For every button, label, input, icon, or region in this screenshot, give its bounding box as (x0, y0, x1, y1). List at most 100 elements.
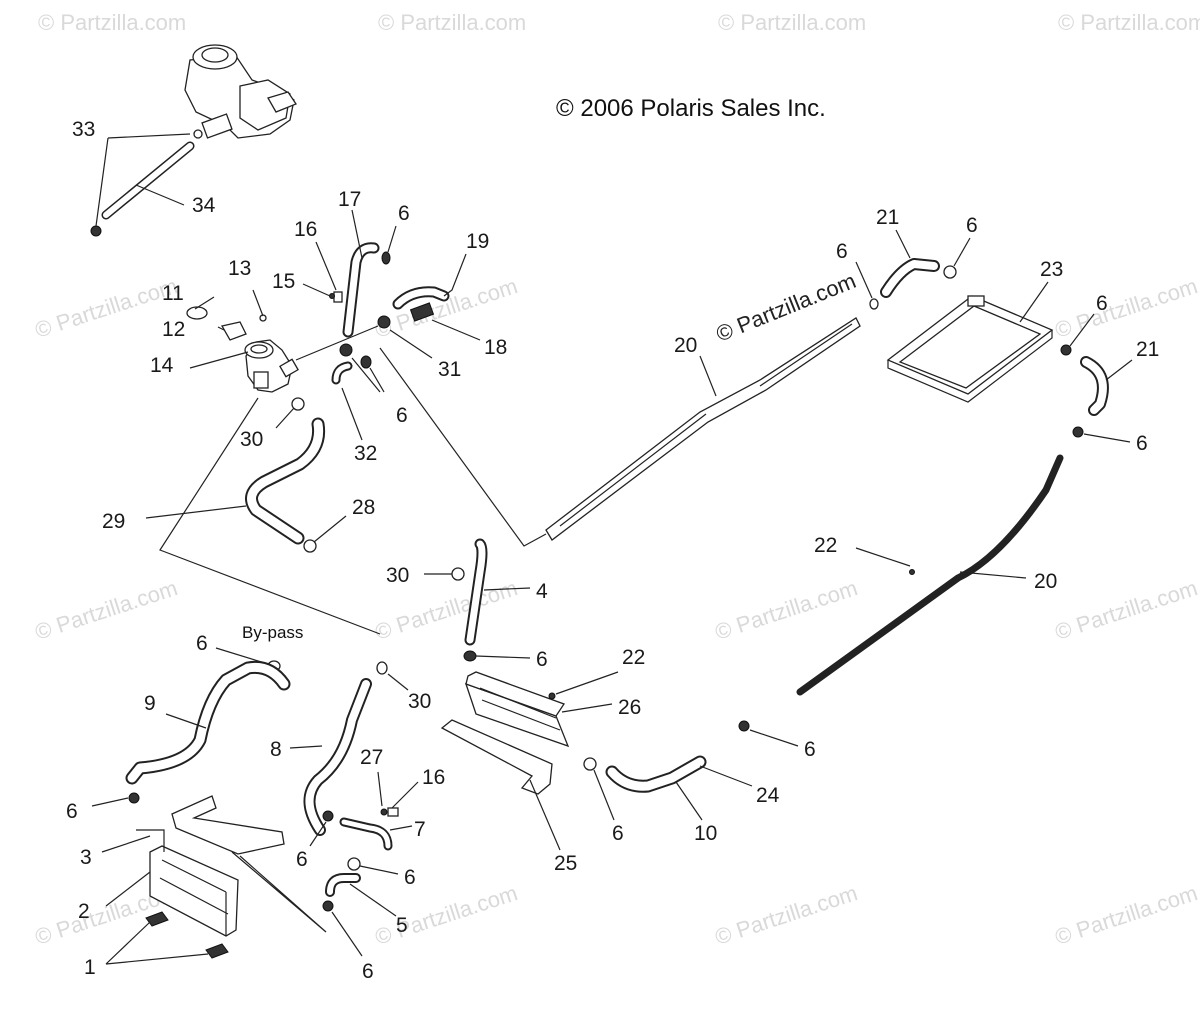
callout-19: 19 (466, 230, 489, 253)
callout-6h: 6 (66, 800, 78, 823)
clamp-icon (583, 757, 597, 771)
transmission-cooler-icon (149, 845, 239, 937)
watermark: © Partzilla.com (32, 575, 181, 645)
callout-27: 27 (360, 746, 383, 769)
watermark: © Partzilla.com (38, 10, 186, 35)
watermark: © Partzilla.com (1052, 273, 1200, 343)
callout-7: 7 (414, 818, 426, 841)
callout-17: 17 (338, 188, 361, 211)
clamp-icon (869, 298, 879, 310)
callout-24: 24 (756, 784, 780, 807)
callout-18: 18 (484, 336, 507, 359)
watermark: © Partzilla.com (32, 273, 181, 343)
watermark: © Partzilla.com (712, 880, 861, 950)
callout-25: 25 (554, 852, 577, 875)
callout-6e: 6 (1096, 292, 1108, 315)
callout-6j: 6 (296, 848, 308, 871)
rubber-foot-icon (145, 911, 169, 927)
callout-11: 11 (162, 282, 184, 305)
callout-6g: 6 (536, 648, 548, 671)
callout-34: 34 (192, 194, 216, 217)
callout-12: 12 (162, 318, 185, 341)
callout-6i: 6 (196, 632, 208, 655)
callout-13: 13 (228, 257, 251, 280)
callout-8: 8 (270, 738, 282, 761)
thermostat-housing-icon (244, 339, 299, 393)
callout-22a: 22 (814, 534, 837, 557)
clamp-icon (322, 900, 334, 912)
radiator-icon (886, 295, 1054, 403)
callout-23: 23 (1040, 258, 1063, 281)
callout-33: 33 (72, 118, 95, 141)
rubber-foot-icon (205, 943, 229, 959)
callout-30c: 30 (408, 690, 431, 713)
fitting-icon (387, 807, 399, 817)
screw-icon (909, 569, 915, 575)
bracket-icon (440, 719, 553, 795)
clamp-icon (360, 355, 372, 369)
oil-cooler-icon (464, 671, 570, 748)
watermark: © Partzilla.com (718, 10, 866, 35)
watermark: © Partzilla.com (712, 575, 861, 645)
clamp-icon (339, 343, 353, 357)
clamp-icon (943, 265, 957, 279)
callout-22b: 22 (622, 646, 645, 669)
coolant-tube-lower-icon (796, 454, 1064, 696)
callout-26: 26 (618, 696, 641, 719)
copyright-text: © 2006 Polaris Sales Inc. (556, 95, 826, 122)
surge-tank-icon (184, 44, 297, 139)
clamp-icon (463, 650, 477, 662)
callout-6n: 6 (804, 738, 816, 761)
callout-30b: 30 (386, 564, 409, 587)
screw-icon (329, 293, 335, 299)
callout-6d: 6 (966, 214, 978, 237)
clamp-icon (377, 315, 391, 329)
clamp-icon (381, 251, 391, 265)
bracket-icon (171, 795, 285, 855)
callout-6b: 6 (396, 404, 408, 427)
clamp-icon (303, 539, 317, 553)
watermark: © Partzilla.com (1058, 10, 1200, 35)
clamp-icon (347, 857, 361, 871)
callout-29: 29 (102, 510, 125, 533)
clamp-icon (451, 567, 465, 581)
callout-6c: 6 (836, 240, 848, 263)
callout-3: 3 (80, 846, 92, 869)
callout-21b: 21 (1136, 338, 1159, 361)
callout-6a: 6 (398, 202, 410, 225)
clamp-icon (322, 810, 334, 822)
callout-30a: 30 (240, 428, 263, 451)
watermark: © Partzilla.com (1052, 880, 1200, 950)
clamp-icon (376, 661, 388, 675)
o-ring-icon (186, 306, 208, 320)
callout-16b: 16 (422, 766, 445, 789)
watermark: © Partzilla.com (378, 10, 526, 35)
callout-20b: 20 (1034, 570, 1057, 593)
callout-6f: 6 (1136, 432, 1148, 455)
callout-32: 32 (354, 442, 377, 465)
clamp-icon (1072, 426, 1084, 438)
gasket-icon (220, 321, 247, 341)
callout-16a: 16 (294, 218, 317, 241)
callout-10: 10 (694, 822, 717, 845)
callout-31: 31 (438, 358, 461, 381)
callout-4: 4 (536, 580, 548, 603)
clamp-icon (738, 720, 750, 732)
watermark: © Partzilla.com (1052, 575, 1200, 645)
coolant-tube-upper-icon (545, 317, 861, 541)
bypass-label: By-pass (242, 623, 303, 642)
clamp-icon (90, 225, 102, 237)
clamp-icon (193, 129, 203, 139)
callout-21a: 21 (876, 206, 899, 229)
spring-icon (409, 302, 435, 322)
callout-14: 14 (150, 354, 174, 377)
fitting-icon (333, 291, 343, 303)
clamp-icon (128, 792, 140, 804)
callout-20a: 20 (674, 334, 697, 357)
callout-6l: 6 (362, 960, 374, 983)
screw-icon (548, 692, 556, 700)
callout-9: 9 (144, 692, 156, 715)
callout-6m: 6 (612, 822, 624, 845)
